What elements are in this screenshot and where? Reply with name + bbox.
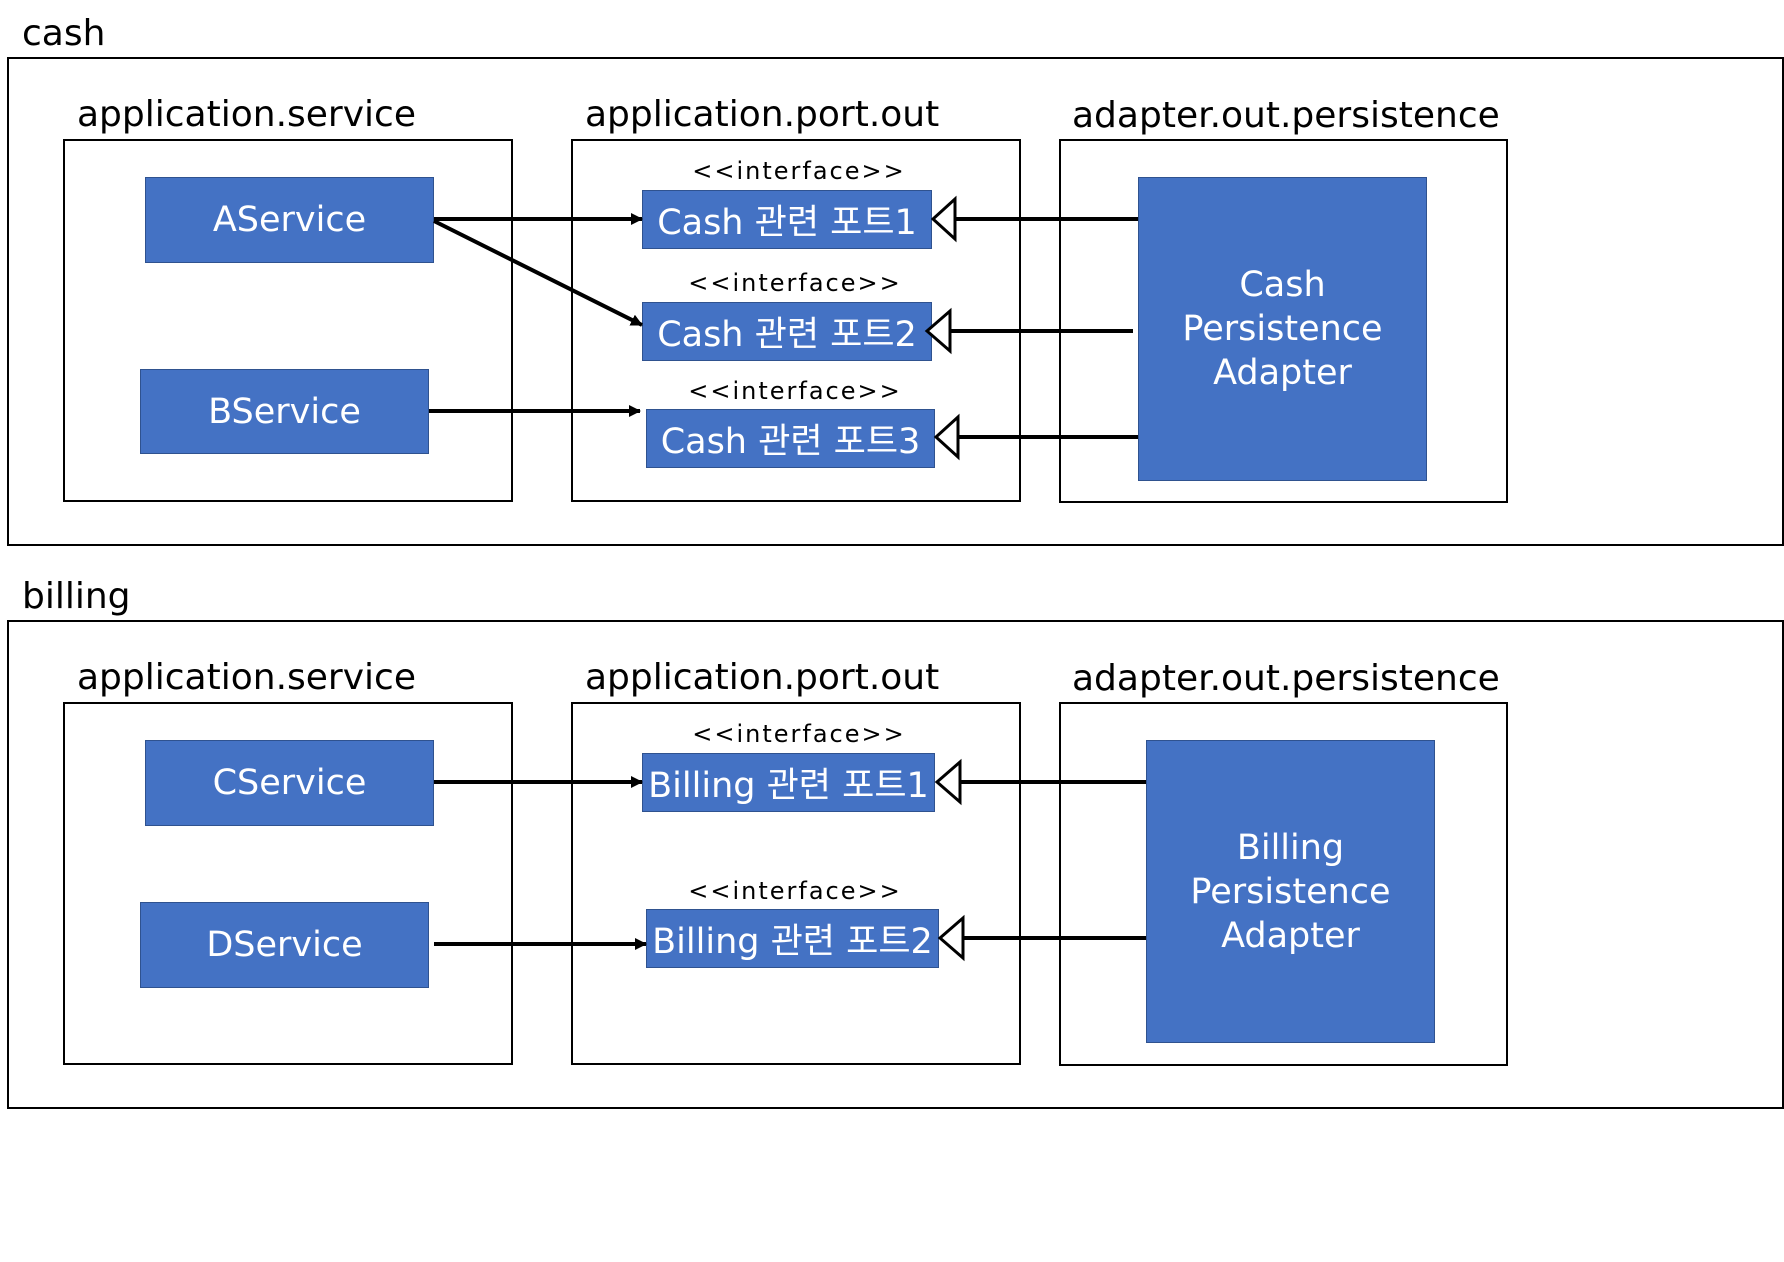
adapter-label-line: Persistence	[1190, 871, 1391, 912]
interface-stereotype: <<interface>>	[688, 269, 902, 297]
port-label: Cash 관련 포트2	[657, 315, 917, 355]
port-label: Billing 관련 포트2	[652, 922, 933, 962]
implements-arrowhead-port1	[930, 195, 957, 243]
service-box-bservice[interactable]: BService	[140, 369, 429, 454]
module-label-cash: cash	[22, 13, 106, 54]
implements-arrowhead-billing-port2	[937, 914, 965, 962]
port-label: Cash 관련 포트3	[660, 422, 921, 462]
service-label: CService	[212, 763, 367, 803]
port-box-cash-3[interactable]: Cash 관련 포트3	[646, 409, 935, 468]
port-box-billing-1[interactable]: Billing 관련 포트1	[642, 753, 935, 812]
package-label-adapter-out-persistence: adapter.out.persistence	[1072, 658, 1500, 699]
port-label: Billing 관련 포트1	[648, 766, 929, 806]
package-frame-application-service	[63, 702, 513, 1065]
module-label-billing: billing	[22, 576, 131, 617]
port-label: Cash 관련 포트1	[657, 203, 917, 243]
package-label-application-service: application.service	[77, 657, 416, 698]
interface-stereotype: <<interface>>	[688, 877, 902, 905]
adapter-label-line: Cash	[1239, 265, 1326, 305]
adapter-label-line: Adapter	[1213, 353, 1352, 393]
implements-arrowhead-port2	[924, 307, 952, 355]
service-label: DService	[206, 925, 363, 965]
package-label-application-port-out: application.port.out	[585, 657, 940, 698]
service-label: BService	[208, 391, 361, 432]
interface-stereotype: <<interface>>	[692, 157, 906, 185]
module-frame-billing	[7, 620, 1784, 1109]
implements-arrowhead-billing-port1	[934, 758, 962, 806]
service-box-dservice[interactable]: DService	[140, 902, 429, 988]
adapter-box-cash-persistence[interactable]: Cash Persistence Adapter	[1138, 177, 1427, 481]
port-box-billing-2[interactable]: Billing 관련 포트2	[646, 909, 939, 968]
implements-arrowhead-port3	[933, 413, 960, 461]
adapter-box-billing-persistence[interactable]: Billing Persistence Adapter	[1146, 740, 1435, 1043]
interface-stereotype: <<interface>>	[688, 377, 902, 405]
port-box-cash-2[interactable]: Cash 관련 포트2	[642, 302, 932, 361]
module-frame-cash	[7, 57, 1784, 546]
package-label-application-service: application.service	[77, 94, 416, 135]
interface-stereotype: <<interface>>	[692, 720, 906, 748]
adapter-label-line: Adapter	[1221, 915, 1360, 956]
package-label-application-port-out: application.port.out	[585, 94, 940, 135]
service-box-cservice[interactable]: CService	[145, 740, 434, 826]
service-box-aservice[interactable]: AService	[145, 177, 434, 263]
port-box-cash-1[interactable]: Cash 관련 포트1	[642, 190, 932, 249]
adapter-label-line: Persistence	[1182, 309, 1383, 349]
package-label-adapter-out-persistence: adapter.out.persistence	[1072, 95, 1500, 136]
service-label: AService	[212, 200, 367, 240]
uses-arrow-aservice-port2	[433, 219, 643, 327]
adapter-label-line: Billing	[1236, 827, 1345, 868]
